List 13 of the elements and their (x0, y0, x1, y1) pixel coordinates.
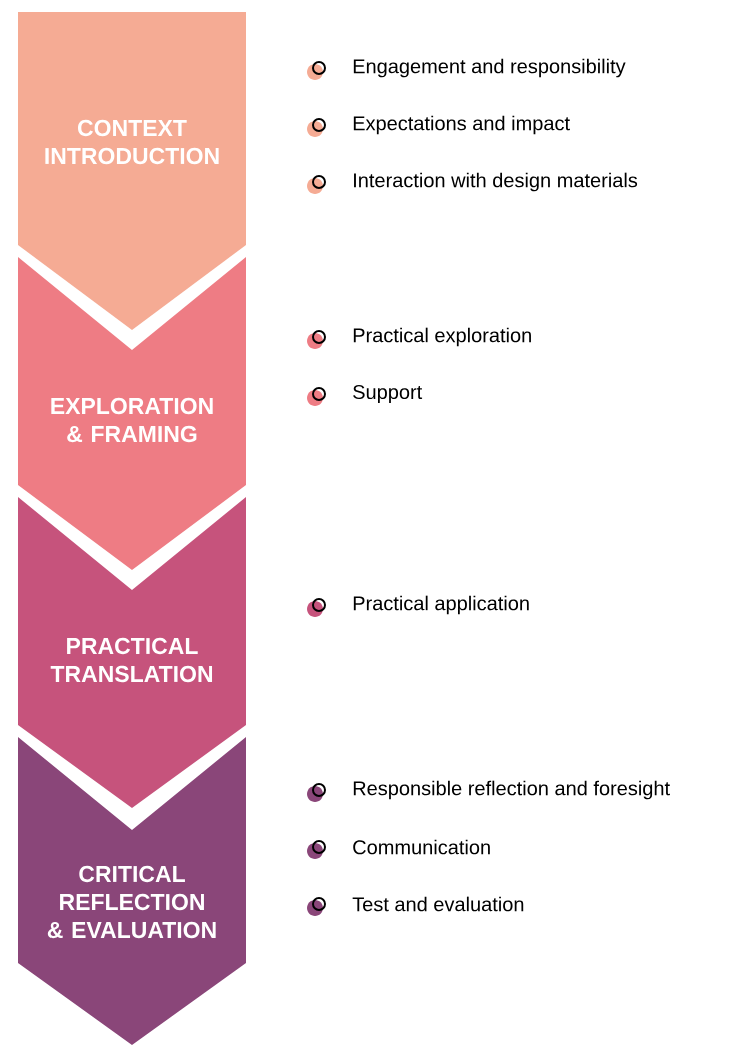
list-item: Support (353, 384, 423, 404)
list-item: Engagement and responsibility (353, 58, 626, 78)
list-item: Expectations and impact (353, 115, 570, 135)
list-item: Communication (353, 839, 490, 855)
list-item: Practical application (353, 595, 529, 615)
list-item: Practical exploration (353, 327, 531, 347)
stage-banner: CRITICAL REFLECTION & EVALUATION (18, 737, 246, 1045)
stage-banner: CONTEXT INTRODUCTION (18, 12, 246, 330)
list-item: Test and evaluation (352, 896, 524, 912)
list-item: Responsible reflection and foresight (353, 780, 670, 800)
stage-banner: PRACTICAL TRANSLATION (18, 497, 246, 808)
list-item: Interaction with design materials (354, 172, 638, 192)
stage-banner: EXPLORATION & FRAMING (18, 257, 246, 570)
